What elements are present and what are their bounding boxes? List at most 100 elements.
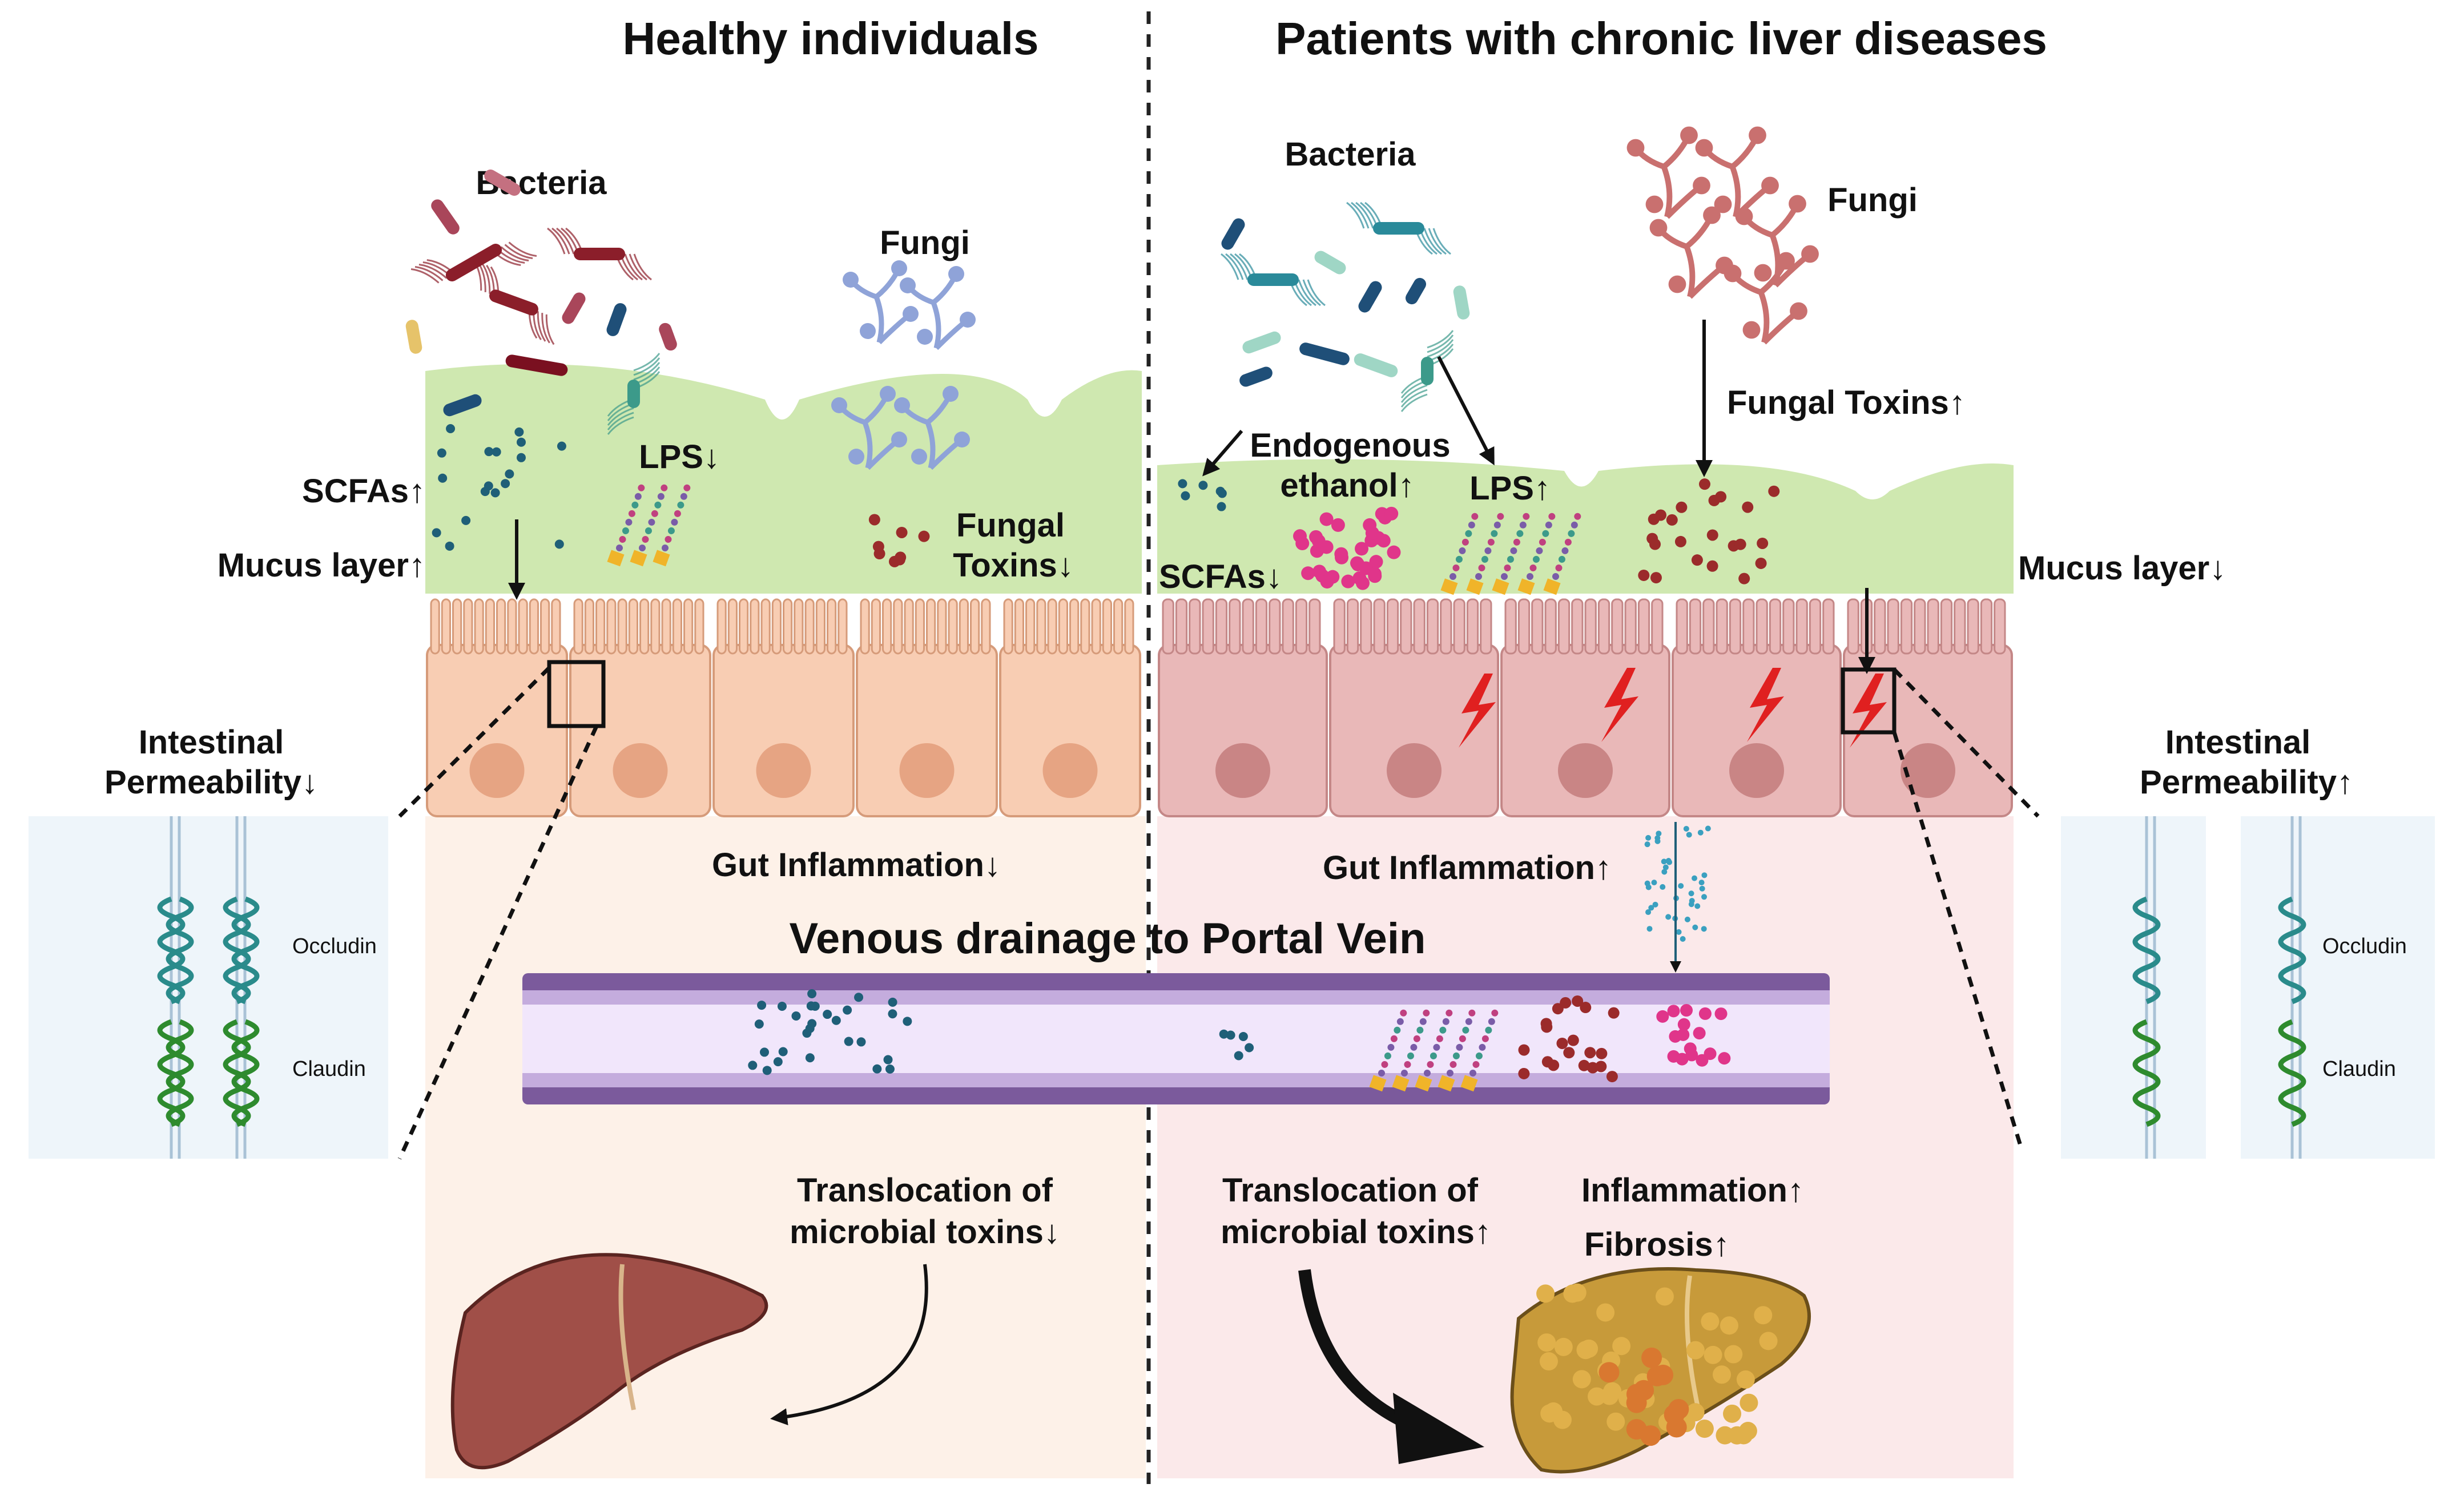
lps-bead bbox=[1471, 513, 1479, 520]
spore bbox=[831, 397, 847, 413]
scfa-particle bbox=[807, 1019, 817, 1029]
lipid-a bbox=[1392, 1075, 1410, 1092]
microvillus bbox=[1242, 598, 1254, 655]
liver-nodule bbox=[1587, 1387, 1606, 1406]
microvillus bbox=[750, 598, 760, 655]
scfa-particle bbox=[844, 1037, 853, 1046]
lps-bead bbox=[1419, 1018, 1427, 1025]
microvillus bbox=[771, 598, 782, 655]
lps-bead bbox=[1452, 1052, 1460, 1059]
microvillus bbox=[1729, 598, 1742, 655]
microvillus bbox=[1058, 598, 1068, 655]
lps-bead bbox=[631, 501, 639, 509]
microvillus bbox=[1080, 598, 1090, 655]
microvillus bbox=[529, 598, 539, 655]
disease-lps-label: LPS↑ bbox=[1469, 470, 1551, 507]
bacterium-body bbox=[574, 248, 625, 260]
lps-bead bbox=[616, 545, 623, 551]
junction-strand bbox=[2132, 896, 2161, 1005]
fungal-toxin-particle bbox=[1518, 1044, 1530, 1056]
scfa-particle bbox=[903, 1017, 912, 1026]
disease-translocation-label-2: microbial toxins↑ bbox=[1221, 1213, 1491, 1251]
cell-nucleus bbox=[1387, 743, 1442, 798]
vein-particles bbox=[748, 989, 1731, 1092]
microvillus bbox=[1308, 598, 1321, 655]
lps-bead bbox=[1455, 555, 1463, 563]
fungal-toxin-particle bbox=[1572, 995, 1584, 1007]
junction-background bbox=[29, 816, 388, 1159]
disease-scfas-label: SCFAs↓ bbox=[1159, 558, 1282, 595]
fungal-toxin-particle bbox=[1580, 1002, 1592, 1014]
lps-bead bbox=[634, 493, 642, 500]
scfa-particle bbox=[757, 1001, 767, 1010]
leak-particle bbox=[1692, 924, 1698, 930]
lps-bead bbox=[1456, 1043, 1463, 1051]
bacterium bbox=[473, 260, 555, 345]
microvillus bbox=[1927, 598, 1939, 655]
hypha bbox=[848, 267, 912, 345]
bacterium-body bbox=[489, 289, 538, 316]
scfa-particle bbox=[438, 473, 448, 483]
disease-inflammation-label: Inflammation↑ bbox=[1581, 1172, 1804, 1209]
lps-bead bbox=[1548, 513, 1556, 520]
scfa-particle bbox=[1198, 481, 1208, 490]
microvillus bbox=[1113, 598, 1124, 655]
lps-bead bbox=[1410, 1043, 1418, 1051]
ethanol-particle bbox=[1677, 1018, 1690, 1031]
lps-bead bbox=[1497, 513, 1504, 520]
lps-bead bbox=[680, 493, 687, 500]
fungal-toxin-particle bbox=[1715, 491, 1727, 503]
microvillus bbox=[1584, 598, 1597, 655]
disease-fungi-cluster bbox=[1626, 126, 1819, 345]
leak-particle bbox=[1656, 830, 1662, 837]
scfa-particle bbox=[760, 1047, 770, 1057]
microvillus bbox=[1162, 598, 1174, 655]
healthy-zoom-line-2 bbox=[397, 725, 599, 1160]
spore bbox=[1790, 302, 1807, 320]
microvillus bbox=[937, 598, 947, 655]
spore bbox=[911, 449, 927, 465]
liver-nodule bbox=[1536, 1284, 1555, 1303]
fungus bbox=[1695, 126, 1779, 219]
lps-bead bbox=[1465, 530, 1472, 537]
lps-bead bbox=[674, 510, 681, 517]
spore bbox=[1703, 206, 1721, 224]
spore bbox=[1693, 176, 1710, 195]
flagellum bbox=[1230, 253, 1316, 307]
leak-particle bbox=[1644, 841, 1650, 848]
spore bbox=[900, 277, 916, 293]
microvillus bbox=[650, 598, 661, 655]
scfa-particle bbox=[501, 479, 510, 489]
leak-particle bbox=[1648, 905, 1654, 911]
disease-fungal-toxin-particles bbox=[1638, 478, 1780, 584]
fungal-toxin-particle bbox=[918, 530, 930, 542]
lps-bead bbox=[628, 510, 635, 517]
microvillus bbox=[507, 598, 517, 655]
lps-molecule bbox=[630, 484, 668, 567]
disease-bacteria-label: Bacteria bbox=[1285, 136, 1416, 173]
ethanol-particle bbox=[1359, 561, 1373, 575]
lps-bead bbox=[1436, 1035, 1443, 1042]
liver-nodule bbox=[1723, 1404, 1742, 1423]
scfa-particle bbox=[437, 448, 446, 458]
fungal-toxin-particle bbox=[1768, 485, 1780, 497]
lps-bead bbox=[1407, 1052, 1414, 1059]
healthy-lps-molecules bbox=[607, 484, 691, 567]
leak-particle bbox=[1697, 829, 1704, 836]
microvillus bbox=[518, 598, 528, 655]
bacterium bbox=[443, 394, 482, 417]
lipid-a bbox=[1415, 1075, 1432, 1092]
junction-background bbox=[2061, 816, 2206, 1159]
leak-particle bbox=[1701, 872, 1708, 878]
microvillus bbox=[970, 598, 980, 655]
lps-bead bbox=[654, 501, 662, 509]
microvillus bbox=[683, 598, 694, 655]
scfa-particle bbox=[516, 437, 526, 447]
lps-molecule bbox=[1466, 513, 1504, 595]
ethanol-particle bbox=[1331, 518, 1345, 532]
microvillus bbox=[1400, 598, 1412, 655]
liver-nodule bbox=[1641, 1347, 1662, 1368]
microvillus bbox=[1047, 598, 1057, 655]
flagellum bbox=[1400, 339, 1454, 403]
lps-bead bbox=[1401, 1070, 1408, 1076]
